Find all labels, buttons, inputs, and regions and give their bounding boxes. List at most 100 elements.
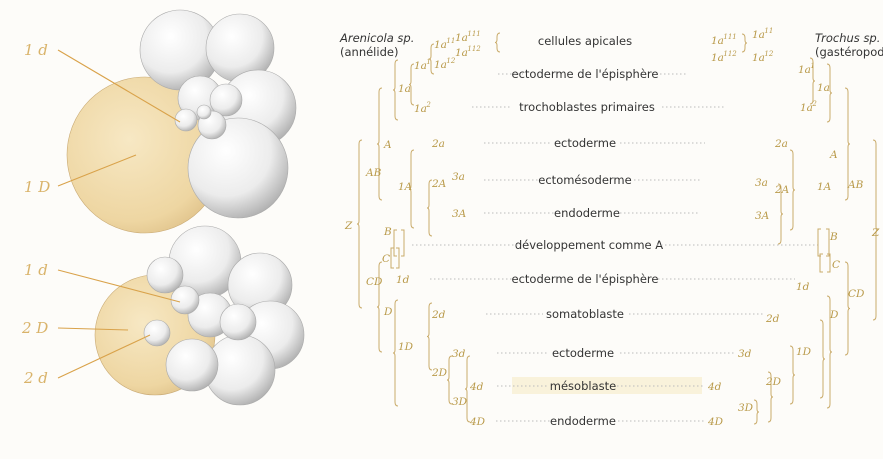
cell-label-b: B — [383, 226, 392, 238]
cell-label-a: A — [829, 149, 838, 161]
lineage-brace — [789, 345, 796, 405]
right-organism-name: Trochus sp. — [815, 31, 880, 45]
fate-label: ectoderme — [552, 346, 614, 360]
micromere-cell — [170, 285, 200, 315]
mesoblast-highlight — [512, 377, 702, 394]
micromere-cell — [209, 83, 243, 117]
cell-label-d: D — [383, 306, 393, 318]
cell-label-3a: 3a — [755, 177, 768, 189]
cell-label-1a11: 1a — [434, 39, 447, 51]
cell-label-1a2: 1a — [800, 102, 813, 114]
cell-label-b: B — [829, 231, 838, 243]
cell-label-1a: 1a — [817, 82, 830, 94]
lineage-brace — [826, 295, 833, 409]
fate-label: somatoblaste — [546, 307, 624, 321]
lineage-brace — [741, 33, 748, 53]
cell-label-4d: 4d — [707, 381, 722, 393]
fate-label: ectoderme de l'épisphère — [512, 272, 659, 286]
cell-label-sup-1a111: 111 — [467, 30, 480, 38]
lineage-brace — [819, 319, 826, 399]
cell-label-sup-1a1: 1 — [810, 62, 814, 70]
cell-label-d: D — [829, 309, 839, 321]
micromere-2d — [143, 319, 171, 347]
cell-label-1a: 1a — [398, 83, 411, 95]
lineage-brace — [777, 183, 784, 245]
cell-label-1D: 1D — [398, 341, 414, 353]
fate-label: endoderme — [554, 206, 620, 220]
cell-label-1a112: 1a — [455, 47, 468, 59]
lineage-box — [390, 247, 400, 269]
lineage-brace — [494, 32, 501, 53]
lineage-brace — [426, 302, 433, 371]
cell-label-3d: 3d — [452, 348, 466, 360]
cell-label-1a11: 1a — [752, 29, 765, 41]
fate-label: ectomésoderme — [538, 173, 631, 187]
lineage-brace — [464, 355, 471, 423]
lineage-brace — [356, 139, 363, 309]
micromere-cell — [146, 256, 184, 294]
lineage-brace — [446, 355, 453, 405]
cell-label-1a12: 1a — [752, 52, 765, 64]
micromere-cell — [165, 338, 219, 392]
cell-label-1a12: 1a — [434, 59, 447, 71]
cell-label-1a111: 1a — [711, 35, 724, 47]
lineage-brace — [376, 261, 383, 353]
lineage-brace — [844, 87, 851, 201]
lineage-brace — [392, 299, 399, 407]
micromere-cell — [219, 303, 257, 341]
cell-label-sup-1a111: 111 — [723, 33, 736, 41]
cell-label-2d: 2d — [765, 313, 780, 325]
cell-label-c: C — [832, 259, 840, 271]
cell-label-sup-1a1: 1 — [426, 58, 430, 66]
figure-label-1d-top: 1 d — [24, 41, 48, 59]
fate-connectors — [412, 73, 818, 422]
cell-label-2D: 2D — [431, 367, 448, 379]
micromere-1d — [174, 108, 198, 132]
embryo-illustration-bottom — [94, 225, 305, 406]
lineage-brace — [428, 43, 435, 75]
cell-label-3D: 3D — [738, 402, 754, 414]
cell-label-4D: 4D — [707, 416, 724, 428]
cell-label-cd: CD — [366, 276, 383, 288]
cell-label-ab: AB — [365, 167, 382, 179]
lineage-brace — [753, 399, 760, 425]
cell-label-z: Z — [344, 220, 353, 232]
cell-label-sup-1a112: 112 — [467, 45, 481, 53]
cell-label-1a112: 1a — [711, 52, 724, 64]
lineage-brace — [408, 149, 415, 229]
fate-label: mésoblaste — [550, 379, 616, 393]
fate-label: ectoderme — [554, 136, 616, 150]
cell-label-3d: 3d — [738, 348, 752, 360]
cell-label-1a2: 1a — [414, 103, 427, 115]
cell-label-2A: 2A — [774, 184, 790, 196]
lineage-brace — [376, 87, 383, 201]
cell-label-2D: 2D — [765, 376, 782, 388]
cell-label-1d: 1d — [796, 281, 810, 293]
fate-label: développement comme A — [515, 238, 663, 252]
lineage-brace — [872, 139, 879, 321]
lineage-braces — [356, 32, 879, 425]
cell-label-3D: 3D — [452, 396, 468, 408]
cell-label-1A: 1A — [817, 181, 832, 193]
cell-label-sup-1a112: 112 — [723, 50, 737, 58]
cell-label-ab: AB — [847, 179, 864, 191]
figure-label-1d-bottom: 1 d — [24, 261, 48, 279]
micromere-cell — [187, 117, 289, 219]
cell-label-sup-1a2: 2 — [811, 100, 817, 108]
lineage-brace — [408, 63, 415, 106]
lineage-brace — [809, 57, 816, 105]
fate-label: trochoblastes primaires — [519, 100, 655, 114]
cell-label-c: C — [382, 253, 390, 265]
fate-label: endoderme — [550, 414, 616, 428]
lineage-brace — [844, 261, 851, 356]
cell-label-sup-1a11: 11 — [446, 37, 455, 45]
cell-label-sup-1a11: 11 — [764, 27, 773, 35]
lineage-brace — [767, 371, 774, 423]
cell-label-1a1: 1a — [414, 60, 427, 72]
left-organism-group: (annélide) — [340, 45, 398, 59]
cell-label-2d: 2d — [431, 309, 446, 321]
cell-label-1d: 1d — [396, 274, 410, 286]
lineage-brace — [426, 179, 433, 237]
